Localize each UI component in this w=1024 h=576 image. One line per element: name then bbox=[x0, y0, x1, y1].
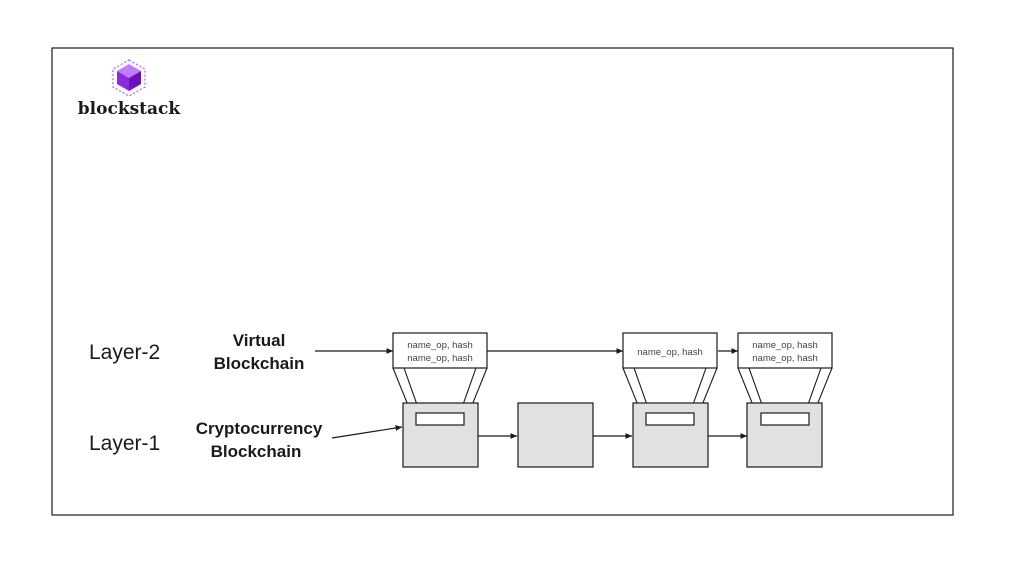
virtual-block-2: name_op, hash bbox=[622, 332, 718, 369]
virtual-block-1-line2: name_op, hash bbox=[407, 353, 473, 364]
layer1-label: Layer-1 bbox=[89, 432, 160, 455]
virtual-block-3-line2: name_op, hash bbox=[752, 353, 818, 364]
crypto-block-4-payload bbox=[760, 412, 810, 426]
crypto-pointer-arrow bbox=[331, 425, 403, 439]
virtual-block-1: name_op, hash name_op, hash bbox=[392, 332, 488, 369]
virtual-label-line1: Virtual bbox=[233, 331, 286, 350]
crypto-block-1-payload bbox=[415, 412, 465, 426]
virtual-block-1-line1: name_op, hash bbox=[407, 340, 473, 351]
virtual-block-2-line1: name_op, hash bbox=[637, 347, 703, 358]
crypto-block-4 bbox=[746, 402, 823, 468]
crypto-block-3 bbox=[632, 402, 709, 468]
crypto-block-2 bbox=[517, 402, 594, 468]
blockstack-logo: blockstack bbox=[78, 59, 182, 119]
logo-wordmark: blockstack bbox=[78, 99, 182, 119]
cryptocurrency-blockchain-label: Cryptocurrency Blockchain bbox=[196, 419, 323, 461]
virtual-blockchain-label: Virtual Blockchain bbox=[214, 331, 305, 373]
layer2-label: Layer-2 bbox=[89, 341, 160, 364]
virtual-label-line2: Blockchain bbox=[214, 354, 305, 373]
crypto-label-line2: Blockchain bbox=[211, 442, 302, 461]
purple-cube-icon bbox=[112, 59, 146, 97]
virtual-block-3: name_op, hash name_op, hash bbox=[737, 332, 833, 369]
crypto-block-3-payload bbox=[645, 412, 695, 426]
virtual-block-3-line1: name_op, hash bbox=[752, 340, 818, 351]
crypto-label-line1: Cryptocurrency bbox=[196, 419, 323, 438]
crypto-block-1 bbox=[402, 402, 479, 468]
